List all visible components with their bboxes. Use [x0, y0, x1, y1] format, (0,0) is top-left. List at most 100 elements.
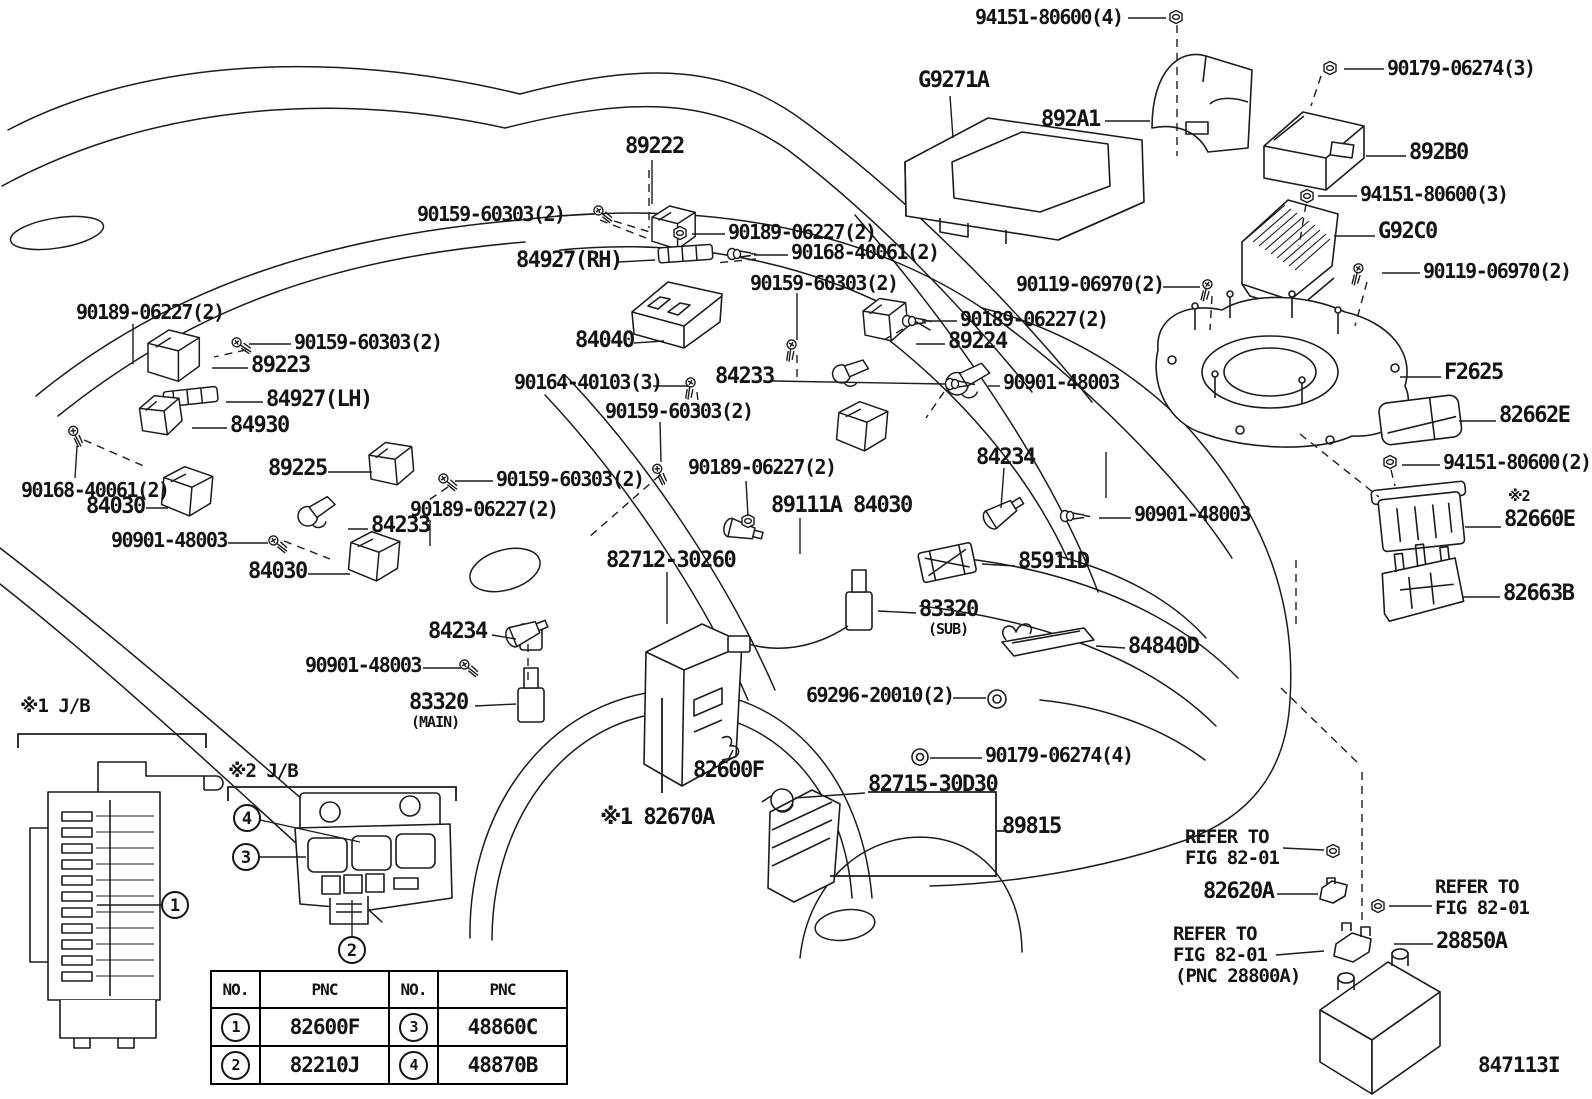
part-number-label: 90189-06227(2): [76, 300, 225, 324]
component-84927-rh: [657, 243, 714, 264]
nut-refer-a: [1326, 843, 1340, 859]
leader-line: [1275, 950, 1325, 956]
component-85911d: [917, 542, 977, 584]
component-f2625: [1155, 290, 1410, 448]
part-number-label: 84233: [371, 513, 431, 538]
part-number-label: 82600F: [693, 758, 765, 783]
note-label: FIG 82-01: [1173, 944, 1268, 966]
leader-line: [617, 259, 656, 263]
leader-line: [728, 749, 734, 759]
part-number-label: 84927(RH): [516, 248, 623, 273]
screw-90159-e: [435, 472, 461, 493]
note-label: REFER TO: [1185, 826, 1270, 848]
leader-line: [949, 95, 954, 139]
part-number-label: 90901-48003: [111, 528, 228, 552]
part-number-label: 82715-30D30: [868, 772, 999, 797]
component-jb1-fusebox: [29, 761, 224, 1049]
nut-94151-4: [1169, 9, 1183, 25]
screw-90164: [679, 376, 700, 402]
leader-line: [1095, 645, 1126, 649]
part-number-label: 90159-60303(2): [294, 330, 443, 354]
component-82663b: [1381, 543, 1465, 622]
pnc-value-cell: 48860C: [437, 1007, 568, 1047]
part-number-label: G92C0: [1378, 219, 1438, 244]
part-number-label: 90179-06274(3): [1387, 56, 1536, 80]
component-28850a-sensor: [1333, 922, 1372, 963]
callout-circle: [233, 804, 261, 832]
note-label: REFER TO: [1173, 923, 1258, 945]
note-label: REFER TO: [1435, 876, 1520, 898]
pnc-table-header: PNC: [437, 970, 568, 1009]
leader-line: [981, 563, 1016, 567]
component-84030-a: [159, 463, 215, 520]
component-69296-grommet: [987, 689, 1007, 709]
part-number-label: ※2: [1508, 487, 1531, 505]
part-number-label: 82662E: [1499, 403, 1571, 428]
leader-line: [556, 213, 595, 217]
part-number-label: 90159-60303(2): [605, 399, 754, 423]
pnc-value-cell: 48870B: [437, 1045, 568, 1085]
pnc-table-header: PNC: [259, 970, 390, 1009]
component-892b0: [1263, 111, 1365, 191]
screw-90168-a: [63, 423, 90, 449]
leader-lines: [74, 17, 1501, 956]
part-number-label: 90159-60303(2): [750, 271, 899, 295]
leader-line: [491, 634, 517, 640]
callout-circle: [338, 936, 366, 964]
part-number-label: 90189-06227(2): [688, 455, 837, 479]
component-g9271a: [904, 117, 1145, 244]
screw-90159-d: [647, 461, 674, 487]
part-number-label: 82660E: [1504, 507, 1576, 532]
part-number-label: 85911D: [1018, 549, 1090, 574]
nut-94151-3: [1300, 188, 1314, 204]
pnc-value-cell: 82600F: [259, 1007, 390, 1047]
component-84233-b: [829, 353, 871, 391]
component-84233-a: [297, 495, 337, 529]
part-number-label: 69296-20010(2): [806, 683, 955, 707]
component-90179-clip: [911, 748, 929, 766]
component-89225: [366, 438, 417, 489]
leader-line: [633, 340, 665, 344]
pnc-no-cell: 4: [388, 1045, 439, 1085]
leader-line: [794, 792, 866, 799]
pnc-table-header: NO.: [210, 970, 261, 1009]
component-jb2-connector: [294, 792, 453, 925]
part-number-label: G9271A: [918, 68, 990, 93]
leader-line: [877, 610, 917, 614]
pnc-no-circle: 1: [221, 1012, 250, 1042]
part-number-label: 90119-06970(2): [1016, 272, 1165, 296]
part-number-label: 83320: [919, 597, 979, 622]
component-89223: [146, 328, 201, 383]
part-number-label: 84927(LH): [266, 387, 373, 412]
pnc-no-circle: 4: [399, 1050, 428, 1080]
component-82662e: [1378, 394, 1463, 446]
leader-line: [1282, 847, 1325, 851]
part-number-label: 90159-60303(2): [496, 467, 645, 491]
component-89222: [650, 204, 697, 251]
callout-number: 3: [241, 848, 251, 868]
callout-number: 4: [242, 809, 252, 829]
leader-line: [474, 703, 517, 707]
part-number-label: 84030: [248, 559, 308, 584]
part-number-label: 84840D: [1128, 634, 1200, 659]
component-82600f-bracket: [721, 735, 740, 761]
callout-brackets: [17, 698, 1004, 877]
part-number-label: 84233: [715, 364, 775, 389]
note-label: (PNC 28800A): [1175, 965, 1301, 987]
pnc-table-header: NO.: [388, 970, 439, 1009]
part-number-label: 90159-60303(2): [417, 202, 566, 226]
component-89224: [860, 294, 911, 345]
part-number-label: 89222: [625, 134, 685, 159]
note-label: FIG 82-01: [1435, 897, 1530, 919]
pnc-value-cell: 82210J: [259, 1045, 390, 1085]
part-number-label: 90164-40103(3): [514, 370, 663, 394]
pnc-no-cell: 1: [210, 1007, 261, 1047]
part-number-label: 90119-06970(2): [1423, 259, 1572, 283]
nut-94151-2: [1383, 454, 1397, 470]
note-label: ※1 J/B: [20, 695, 91, 717]
